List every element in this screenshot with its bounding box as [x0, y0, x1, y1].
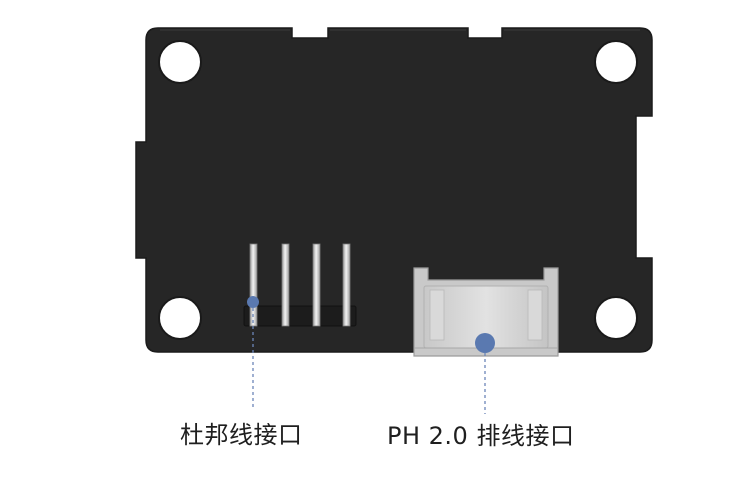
ph-marker-dot	[475, 333, 495, 353]
mounting-hole-bottom-right	[594, 296, 638, 340]
dupont-header-pins	[249, 243, 351, 327]
mounting-hole-bottom-left	[158, 296, 202, 340]
dupont-interface-label: 杜邦线接口	[180, 421, 303, 449]
ph-interface-label: PH 2.0 排线接口	[387, 422, 575, 450]
pcb-board	[135, 27, 653, 353]
ph-connector	[413, 267, 559, 357]
dupont-marker-dot	[247, 296, 259, 308]
header-pin-2	[281, 243, 290, 327]
header-pin-1	[249, 243, 258, 327]
mounting-hole-top-right	[594, 40, 638, 84]
dupont-header-base	[243, 305, 357, 327]
mounting-hole-top-left	[158, 40, 202, 84]
header-pin-4	[342, 243, 351, 327]
header-pin-3	[312, 243, 321, 327]
